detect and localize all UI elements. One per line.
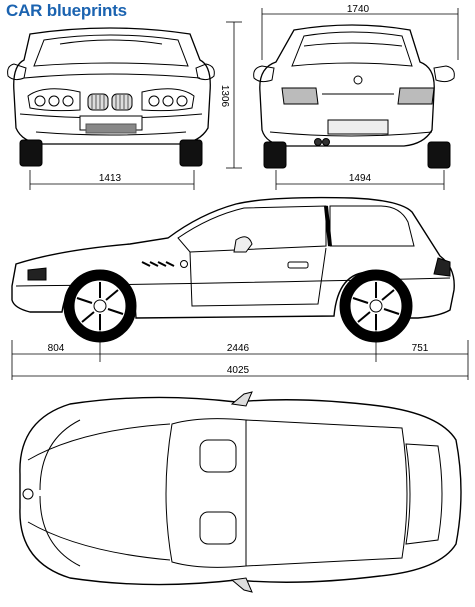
- dim-width-mirrors: 1740: [347, 4, 370, 15]
- dim-rear-track: 1494: [349, 173, 372, 184]
- dimension-lines: [11, 8, 469, 380]
- brand-logo-blueprints: blueprints: [46, 1, 127, 20]
- dim-rear-overhang: 751: [412, 343, 429, 354]
- dim-wheelbase: 2446: [227, 343, 250, 354]
- front-view: [7, 27, 215, 167]
- dim-height: 1306: [219, 85, 230, 108]
- brand-logo: CAR blueprints: [6, 1, 127, 21]
- top-view: [19, 391, 462, 593]
- front-wheel: [63, 269, 137, 343]
- brand-logo-car: CAR: [6, 1, 43, 20]
- dim-front-overhang: 804: [48, 343, 65, 354]
- rear-wheel: [339, 269, 413, 343]
- rear-view: [253, 24, 455, 169]
- dim-front-track: 1413: [99, 173, 122, 184]
- side-view: [11, 196, 455, 343]
- dim-length: 4025: [227, 365, 250, 376]
